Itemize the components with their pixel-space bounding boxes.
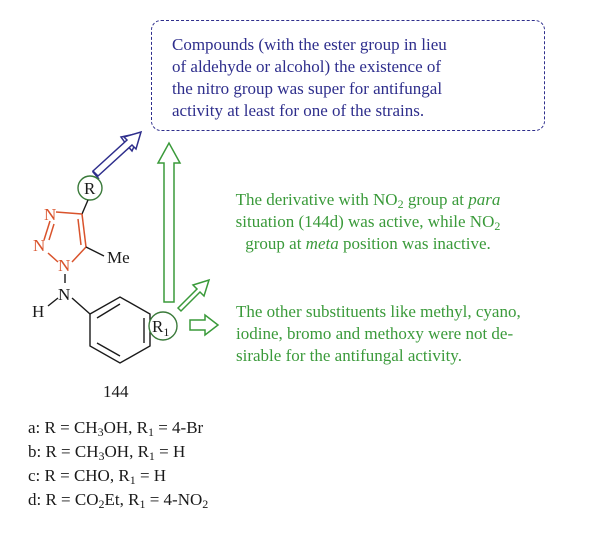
bottom-note-line-2: iodine, bromo and methoxy were not de- xyxy=(236,324,514,343)
atom-nh: N xyxy=(58,285,70,304)
variant-list: a: R = CH3OH, R1 = 4-Br b: R = CH3OH, R1… xyxy=(28,417,208,513)
variant-b: b: R = CH3OH, R1 = H xyxy=(28,442,186,463)
top-note-line-2: of aldehyde or alcohol) the existence of xyxy=(172,57,442,76)
green-arrow-right xyxy=(189,313,220,337)
middle-note-line-3: group at meta position was inactive. xyxy=(245,234,491,253)
variant-a: a: R = CH3OH, R1 = 4-Br xyxy=(28,418,204,439)
r-label: R xyxy=(84,179,96,198)
bottom-note-line-3: sirable for the antifungal activity. xyxy=(236,346,462,365)
top-note-line-4: activity at least for one of the strains… xyxy=(172,101,425,120)
green-arrow-diagonal xyxy=(176,278,211,313)
bottom-note: The other substituents like methyl, cyan… xyxy=(236,301,521,367)
atom-n3: N xyxy=(44,205,56,224)
top-note: Compounds (with the ester group in lieu … xyxy=(172,34,447,122)
middle-note-line-1: The derivative with NO2 group at para xyxy=(235,190,501,211)
top-note-line-1: Compounds (with the ester group in lieu xyxy=(172,35,447,54)
green-arrow-up xyxy=(156,141,182,303)
variant-d: d: R = CO2Et, R1 = 4-NO2 xyxy=(28,490,209,511)
atom-h: H xyxy=(32,302,44,321)
atom-n1: N xyxy=(58,256,70,275)
r1-circle xyxy=(148,311,178,341)
middle-note-line-2: situation (144d) was active, while NO2 xyxy=(235,212,501,233)
r-circle xyxy=(77,175,103,201)
bottom-note-line-1: The other substituents like methyl, cyan… xyxy=(236,302,521,321)
atom-n2: N xyxy=(33,236,45,255)
r1-label: R1 xyxy=(152,317,169,339)
compound-number: 144 xyxy=(103,382,129,401)
blue-arrow-body xyxy=(91,130,143,178)
top-note-box xyxy=(151,20,545,131)
phenyl-ring xyxy=(89,296,151,364)
me-label: Me xyxy=(107,248,130,267)
middle-note: The derivative with NO2 group at para si… xyxy=(203,189,533,255)
top-note-line-3: the nitro group was super for antifungal xyxy=(172,79,443,98)
variant-c: c: R = CHO, R1 = H xyxy=(28,466,167,487)
triazole-ring xyxy=(43,211,87,263)
